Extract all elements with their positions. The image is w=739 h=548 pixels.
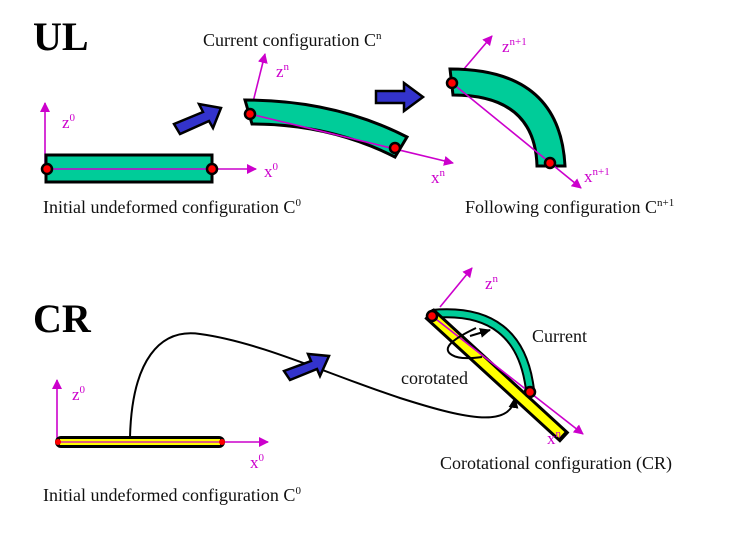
cr-corotational-config: zn xn Current corotated Corotational con… (401, 267, 672, 474)
ul-following-caption: Following configuration Cn+1 (465, 197, 674, 217)
xn1-axis (451, 82, 582, 189)
rotation-arrow-icon (469, 328, 491, 338)
ul-initial-caption: Initial undeformed configuration C0 (43, 197, 301, 217)
x0-label: x0 (264, 161, 279, 181)
cr-initial-config: z0 x0 Initial undeformed configuration C… (43, 379, 301, 505)
zn1-label: zn+1 (502, 36, 527, 56)
current-label: Current (532, 326, 587, 346)
node-right (523, 385, 537, 399)
z0-label: z0 (62, 112, 76, 132)
ul-current-caption: Current configuration Cn (203, 30, 382, 50)
node-right (388, 141, 402, 155)
corotated-bar (429, 313, 565, 438)
node-left (55, 439, 61, 445)
corotated-label: corotated (401, 368, 468, 388)
node-left (445, 76, 459, 90)
xn-axis (431, 315, 584, 435)
xn-label: xn (547, 428, 562, 448)
progress-arrow-icon (374, 80, 426, 114)
node-right (219, 439, 225, 445)
current-beam (431, 310, 533, 391)
zn-label: zn (485, 273, 499, 293)
xn-axis (249, 113, 454, 166)
progress-arrow-icon (172, 102, 223, 136)
following-beam (448, 67, 567, 168)
xn1-label: xn+1 (584, 166, 610, 186)
cr-heading: CR (33, 296, 92, 341)
cr-initial-caption: Initial undeformed configuration C0 (43, 485, 301, 505)
zn-label: zn (276, 61, 290, 81)
ul-initial-config: z0 x0 Initial undeformed configuration C… (40, 102, 301, 217)
x0-label: x0 (250, 452, 265, 472)
node-left (425, 309, 439, 323)
node-left (40, 162, 54, 176)
motion-path-curve (129, 332, 519, 438)
node-right (543, 156, 557, 170)
z0-label: z0 (72, 384, 86, 404)
zn-axis (439, 267, 473, 308)
node-right (205, 162, 219, 176)
current-beam (242, 98, 410, 159)
node-left (243, 107, 257, 121)
cr-corotational-caption: Corotational configuration (CR) (440, 453, 672, 474)
xn-label: xn (431, 167, 446, 187)
ul-heading: UL (33, 14, 89, 59)
progress-arrow-icon (282, 352, 331, 382)
rotation-curve (446, 327, 483, 360)
ul-following-config: zn+1 xn+1 Following configuration Cn+1 (445, 35, 674, 217)
ul-current-config: Current configuration Cn zn xn (203, 30, 454, 187)
